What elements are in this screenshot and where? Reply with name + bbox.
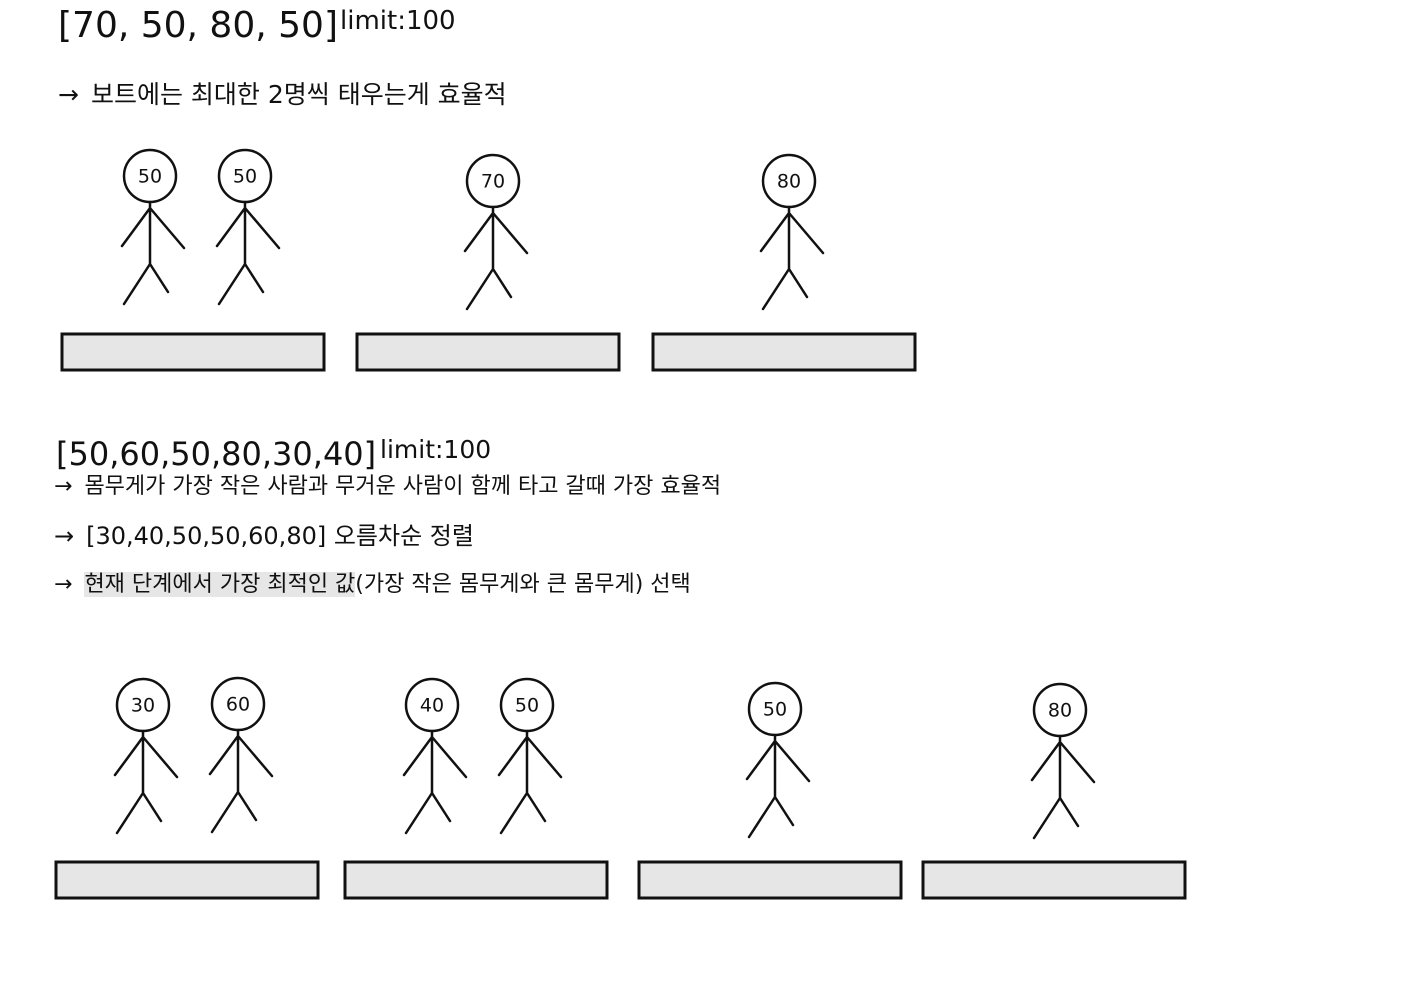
- example2-boat-4: [921, 860, 1187, 900]
- arrow-icon: →: [54, 572, 73, 597]
- example2-note-2: → [30,40,50,50,60,80] 오름차순 정렬: [54, 524, 474, 548]
- stick-figure-body: [463, 205, 529, 311]
- stick-figure-body: [215, 200, 281, 306]
- arrow-icon: →: [58, 80, 79, 109]
- stick-figure-body: [120, 200, 186, 306]
- example2-array: [50,60,50,80,30,40]: [56, 435, 377, 473]
- example1-boat-1-person-1: 50: [120, 148, 186, 306]
- weight-label: 50: [138, 166, 162, 188]
- weight-label: 80: [777, 171, 801, 193]
- weight-label: 70: [481, 171, 505, 193]
- example1-boat-1: [60, 332, 326, 372]
- weight-label: 30: [131, 695, 155, 717]
- example2-boat-1: [54, 860, 320, 900]
- weight-label: 80: [1048, 700, 1072, 722]
- example2-boat-3-person-1: 50: [745, 681, 811, 839]
- example2-note-3-rest: (가장 작은 몸무게와 큰 몸무게) 선택: [355, 572, 691, 597]
- stick-figure-body: [759, 205, 825, 311]
- example1-boat-2: [355, 332, 621, 372]
- example2-note-2-text: [30,40,50,50,60,80] 오름차순 정렬: [86, 522, 474, 550]
- example2-boat-1-person-2: 60: [208, 676, 274, 834]
- example1-limit: limit:100: [340, 6, 456, 36]
- weight-label: 50: [515, 695, 539, 717]
- stick-figure-body: [113, 729, 179, 835]
- example2-boat-1-person-1: 30: [113, 677, 179, 835]
- weight-label: 50: [763, 699, 787, 721]
- example2-boat-2-person-1: 40: [402, 677, 468, 835]
- stick-figure-body: [402, 729, 468, 835]
- example2-note-3: → 현재 단계에서 가장 최적인 값(가장 작은 몸무게와 큰 몸무게) 선택: [54, 572, 691, 597]
- example2-boat-3: [637, 860, 903, 900]
- stick-figure-body: [1030, 734, 1096, 840]
- stick-figure-body: [208, 728, 274, 834]
- weight-label: 50: [233, 166, 257, 188]
- stick-figure-body: [497, 729, 563, 835]
- weight-label: 40: [420, 695, 444, 717]
- example1-note-text: 보트에는 최대한 2명씩 태우는게 효율적: [90, 80, 507, 109]
- example1-boat-2-person-1: 70: [463, 153, 529, 311]
- example1-note: → 보트에는 최대한 2명씩 태우는게 효율적: [58, 82, 507, 107]
- stick-figure-body: [745, 733, 811, 839]
- example2-boat-4-person-1: 80: [1030, 682, 1096, 840]
- weight-label: 60: [226, 694, 250, 716]
- example1-boat-3: [651, 332, 917, 372]
- example1-array: [70, 50, 80, 50]: [58, 5, 338, 46]
- example2-note-1: → 몸무게가 가장 작은 사람과 무거운 사람이 함께 타고 갈때 가장 효율적: [54, 476, 721, 498]
- highlighted-phrase: 현재 단계에서 가장 최적인 값: [84, 572, 356, 597]
- example1-boat-1-person-2: 50: [215, 148, 281, 306]
- arrow-icon: →: [54, 474, 73, 499]
- example1-boat-3-person-1: 80: [759, 153, 825, 311]
- example2-note-1-text: 몸무게가 가장 작은 사람과 무거운 사람이 함께 타고 갈때 가장 효율적: [84, 474, 722, 499]
- example2-boat-2-person-2: 50: [497, 677, 563, 835]
- example2-limit: limit:100: [380, 435, 492, 464]
- arrow-icon: →: [54, 522, 75, 550]
- example2-boat-2: [343, 860, 609, 900]
